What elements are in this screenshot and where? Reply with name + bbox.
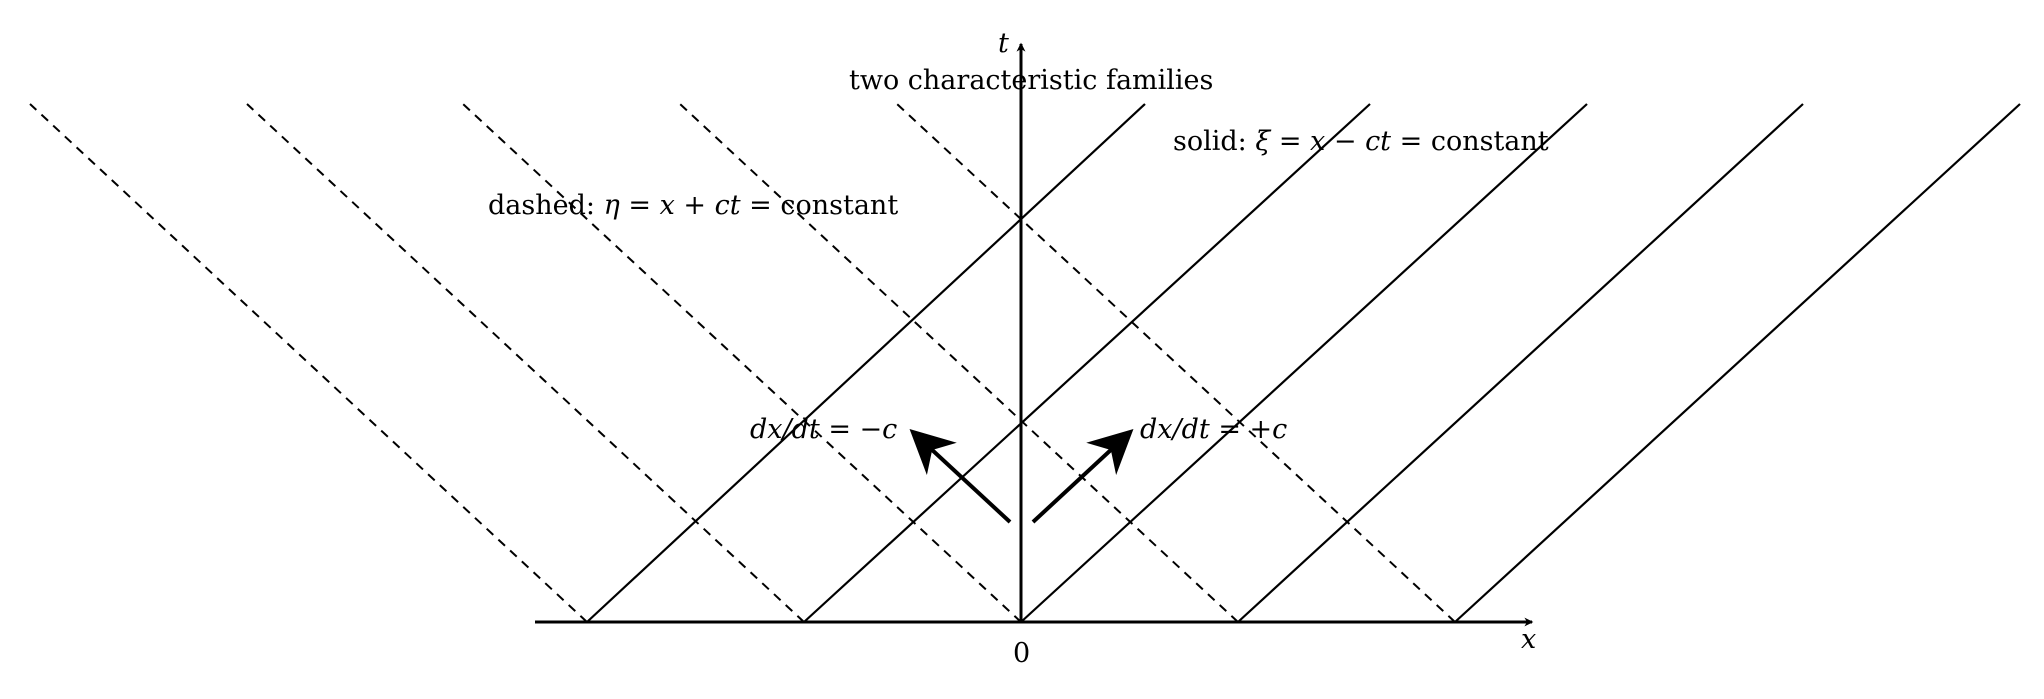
dashed-characteristic-line: [896, 103, 1456, 623]
t-axis-label: t: [998, 28, 1009, 59]
left-slope-arrow: [909, 429, 1012, 524]
dashed-characteristic-line: [29, 103, 588, 623]
dashed-characteristic-line: [679, 103, 1239, 623]
dashed-characteristic-line: [246, 103, 805, 623]
solid-characteristics: [586, 103, 2021, 623]
x-axis-label: x: [1521, 624, 1536, 655]
solid-characteristic-line: [586, 103, 1146, 623]
solid-characteristic-line: [1020, 103, 1588, 623]
diagram-title: two characteristic families: [849, 65, 1213, 96]
right-slope-arrow: [1031, 429, 1134, 524]
origin-label: 0: [1013, 638, 1030, 669]
solid-family-label: solid: ξ = x − ct = constant: [1173, 126, 1549, 157]
left-slope-label: dx/dt = −c: [750, 414, 897, 445]
dashed-characteristic-line: [462, 103, 1022, 623]
solid-characteristic-line: [1454, 103, 2021, 623]
right-slope-label: dx/dt = +c: [1140, 414, 1287, 445]
dashed-characteristics: [29, 103, 1456, 623]
dashed-family-label: dashed: η = x + ct = constant: [488, 190, 898, 221]
solid-characteristic-line: [1237, 103, 1804, 623]
solid-characteristic-line: [803, 103, 1371, 623]
